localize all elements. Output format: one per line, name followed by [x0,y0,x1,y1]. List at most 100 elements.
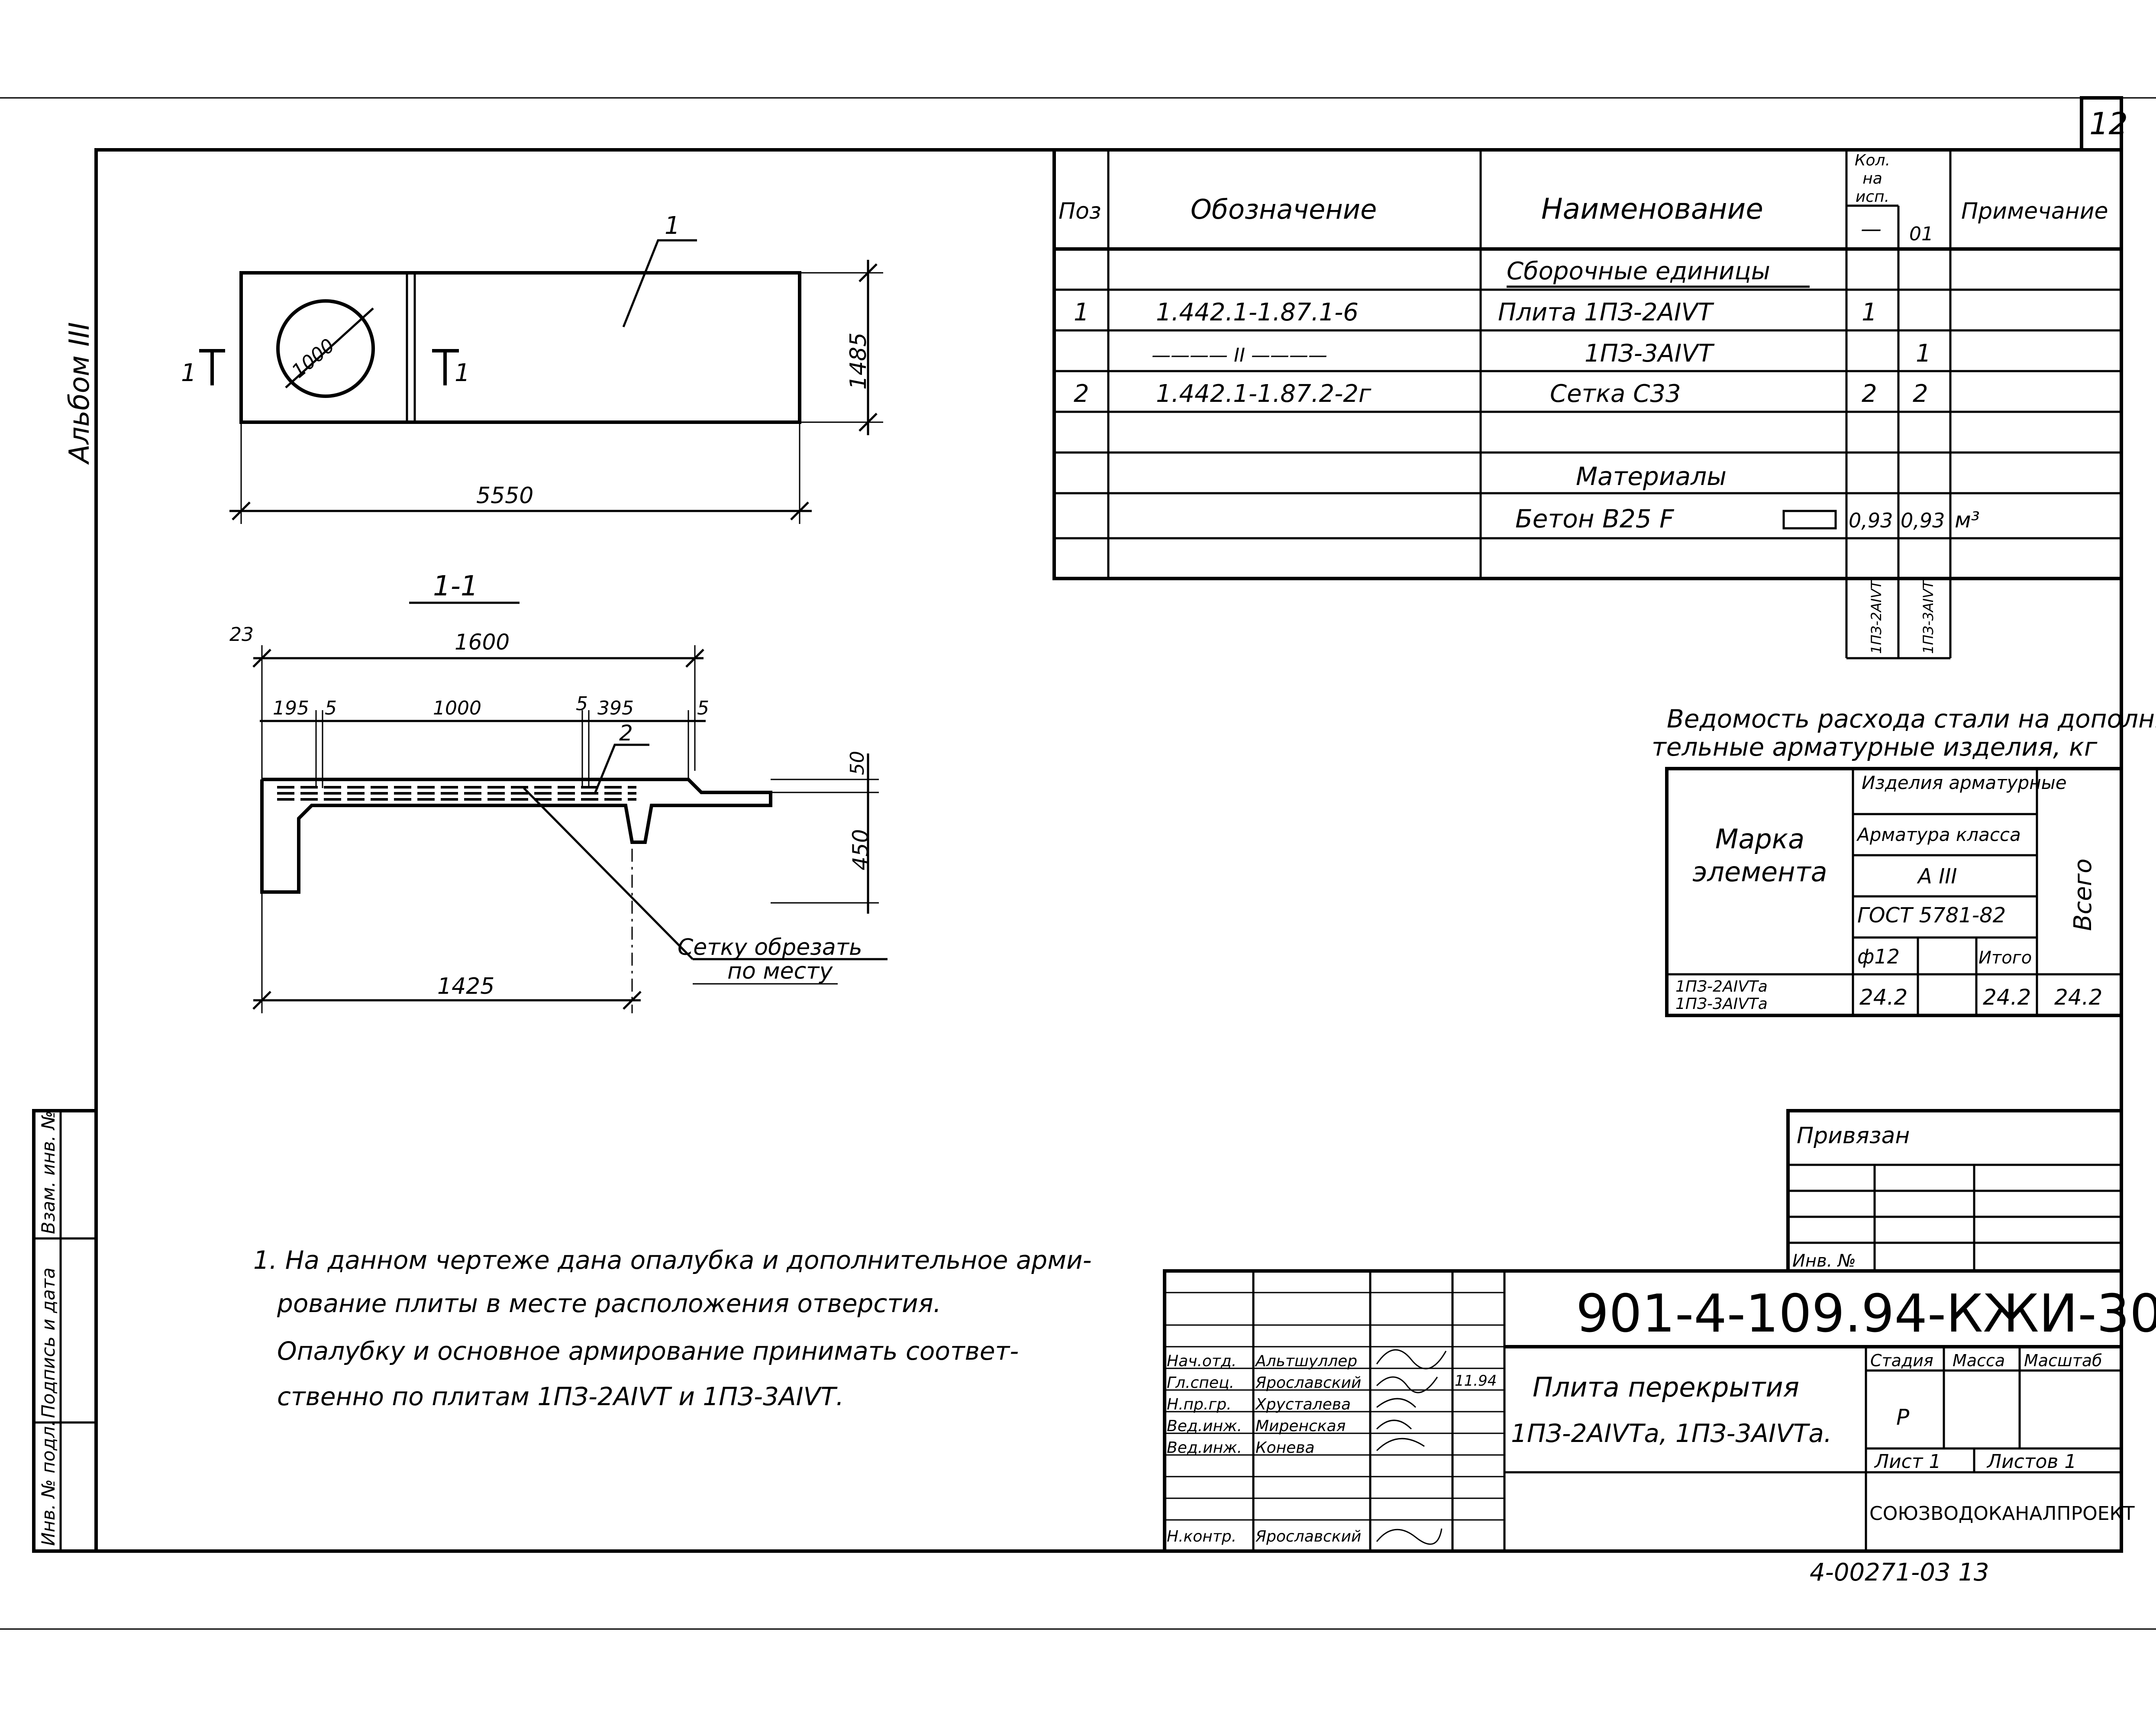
section-mark-left: 1 [181,359,197,387]
binding-label: Привязан [1797,1123,1910,1149]
spec-row-6-name: Бетон В25 F [1515,504,1675,533]
steel-title-2: тельные арматурные изделия, кг [1652,732,2098,762]
spec-row-3-designation: 1.442.1-1.87.2-2г [1156,380,1372,408]
steel-h-dia: ф12 [1857,945,1900,968]
section-title: 1-1 [433,570,478,602]
title-line-1: Плита перекрытия [1533,1371,1799,1403]
signatures [1376,1349,1447,1545]
sheets-label: Листов 1 [1986,1451,2076,1473]
spec-h-designation: Обозначение [1191,194,1377,225]
spec-row-1-name: Плита 1ПЗ-2АIVТ [1498,298,1714,326]
title-block: 901-4-109.94-КЖИ-3000 Нач.отд. Гл.спец. … [1163,1269,2156,1553]
steel-table: Ведомость расхода стали на дополни- тель… [1652,704,2156,1017]
spec-row-3-q1: 2 [1862,380,1877,408]
steel-h-class-val: А III [1917,864,1957,889]
spec-row-6-q2: 0,93 [1901,509,1945,532]
sheet-label: Лист 1 [1874,1451,1941,1473]
name-4: Конева [1256,1439,1315,1457]
name-2: Хрусталева [1255,1396,1351,1413]
spec-vert-b: 1ПЗ-3АIVТ [1920,579,1937,654]
spec-table: Поз Обозначение Наименование Кол. на исп… [1052,148,2123,659]
cut-note-2: по месту [727,958,833,984]
stage-header: Стадия [1870,1351,1933,1370]
section-view: 1-1 1600 23 195 5 1000 5 395 5 2 Се [229,570,888,1013]
steel-row-v2: 24.2 [1983,985,2031,1010]
plan-callout: 1 [665,212,680,240]
steel-h-total: Итого [1978,948,2032,968]
role-2: Н.пр.гр. [1167,1396,1232,1413]
slab-section [260,778,772,894]
dim-5b: 5 [576,693,588,715]
doc-code: 901-4-109.94-КЖИ-3000 [1576,1284,2156,1344]
dim-195: 195 [273,697,309,719]
spec-row-1-q1: 1 [1862,298,1877,326]
role-1: Гл.спец. [1167,1374,1234,1392]
stamp-vzam: Взам. инв. № [38,1111,59,1234]
dim-1000: 1000 [433,697,481,719]
steel-row-v1: 24.2 [1859,985,1907,1010]
album-label: Альбом III [64,322,96,465]
dim-450: 450 [848,829,873,870]
spec-row-2-name: 1ПЗ-3АIVТ [1585,339,1715,368]
steel-title-1: Ведомость расхода стали на дополни- [1667,704,2156,734]
side-stamp: Инв. № подл. Подпись и дата Взам. инв. № [32,1109,98,1553]
title-line-2: 1ПЗ-2АIVТа, 1ПЗ-3АIVТа. [1511,1419,1832,1448]
note-line-3: Опалубку и основное армирование принимат… [277,1336,1019,1366]
name-0: Альтшуллер [1255,1352,1357,1370]
cut-note-1: Сетку обрезать [678,934,862,960]
sheet-number-box [2080,96,2123,150]
spec-row-2-q2: 1 [1916,339,1931,368]
scale-header: Масштаб [2024,1351,2102,1370]
dim-1600: 1600 [455,630,510,655]
note-line-1: 1. На данном чертеже дана опалубка и доп… [253,1245,1092,1275]
spec-row-5-name: Материалы [1576,462,1727,491]
dim-50: 50 [846,751,868,775]
spec-row-3-q2: 2 [1913,380,1928,408]
steel-row-mark-2: 1ПЗ-3АIVТа [1675,995,1768,1013]
hole-circle [276,299,375,398]
spec-row-3-name: Сетка С33 [1550,380,1681,408]
spec-row-1-pos: 1 [1074,298,1089,326]
steel-h-class: Арматура класса [1856,824,2021,845]
plan-callout-leader [622,239,697,327]
dim-5c: 5 [697,697,709,719]
note-line-2: рование плиты в месте расположения отвер… [277,1289,941,1318]
sheet-number: 12 [2089,106,2128,142]
steel-h-all: Всего [2069,859,2097,931]
stage-value: Р [1896,1405,1910,1430]
spec-row-6-q1: 0,93 [1849,509,1893,532]
stamp-inv-sub: Инв. № подл. [38,1420,59,1546]
spec-row-1-designation: 1.442.1-1.87.1-6 [1156,298,1359,326]
section-mark-right: 1 [455,359,470,387]
dim-1425: 1425 [437,973,494,999]
length-dim: 5550 [476,483,533,509]
spec-row-3-pos: 2 [1074,380,1089,408]
spec-vert-a: 1ПЗ-2АIVТ [1868,579,1885,654]
hole-diameter-line [285,307,374,388]
role-3: Вед.инж. [1167,1417,1242,1435]
role-4: Вед.инж. [1167,1439,1242,1457]
plan-view: 1000 1 1 1 1485 5550 [181,212,883,524]
footer-code: 4-00271-03 13 [1810,1558,1989,1587]
spec-h-qty-b: 01 [1909,223,1933,245]
org-name: СОЮЗВОДОКАНАЛПРОЕКТ [1869,1503,2135,1525]
spec-h-qty: Кол. на исп. 3000 [1854,152,1891,204]
width-dim: 1485 [846,333,871,390]
dim-395: 395 [597,697,634,719]
role-0: Нач.отд. [1167,1352,1236,1370]
plan-outline [239,271,801,424]
dim-23: 23 [229,624,254,646]
name-1: Ярославский [1255,1374,1361,1392]
binding-box: Привязан Инв. № [1786,1109,2123,1273]
steel-h-products: Изделия арматурные [1862,772,2067,793]
name-3: Миренская [1256,1417,1346,1435]
name-7: Ярославский [1255,1528,1361,1545]
hole-dim: 1000 [287,334,339,382]
note-line-4: ственно по плитам 1ПЗ-2АIVТ и 1ПЗ-3АIVТ. [277,1382,844,1411]
steel-row-v3: 24.2 [2054,985,2102,1010]
notes: 1. На данном чертеже дана опалубка и доп… [253,1245,1092,1411]
dim-5a: 5 [325,697,337,719]
callout-2: 2 [619,721,633,746]
steel-row-mark-1: 1ПЗ-2АIVТа [1675,978,1768,996]
